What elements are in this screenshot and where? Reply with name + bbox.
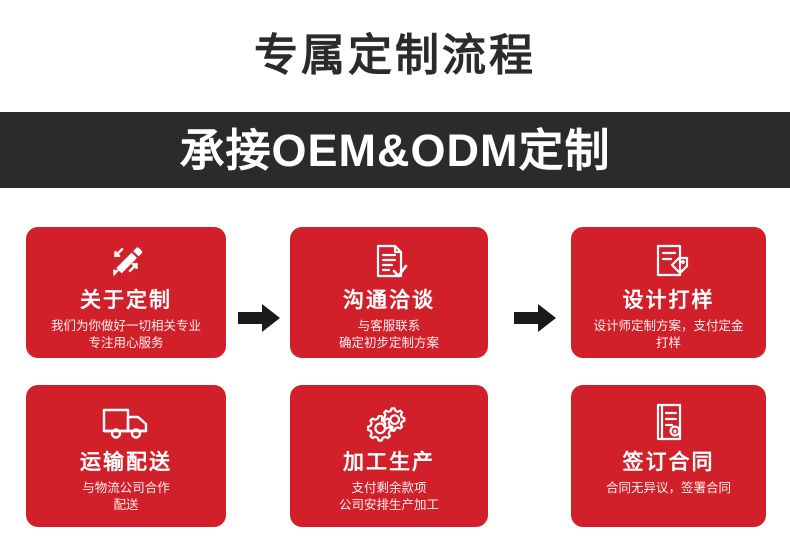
gears-icon	[364, 397, 414, 449]
process-step-title: 关于定制	[80, 289, 172, 312]
process-step-desc-line: 设计师定制方案，支付定金	[593, 318, 744, 333]
process-step-card-3[interactable]: 设计打样 设计师定制方案，支付定金 打样	[571, 227, 766, 358]
process-step-desc-line: 打样	[655, 336, 681, 351]
document-check-icon	[368, 239, 410, 287]
process-step-desc: 与客服联系 确定初步定制方案	[331, 318, 447, 354]
process-step-card-4[interactable]: 运输配送 与物流公司合作 配送	[26, 385, 226, 527]
process-step-desc-line: 配送	[113, 498, 139, 513]
oem-odm-banner-text: 承接OEM&ODM定制	[179, 124, 611, 176]
process-step-desc: 设计师定制方案，支付定金 打样	[585, 318, 751, 354]
process-step-title: 设计打样	[622, 289, 715, 312]
process-step-desc-line: 与物流公司合作	[82, 480, 170, 495]
process-step-card-1[interactable]: 关于定制 我们为你做好一切相关专业 专注用心服务	[26, 227, 226, 358]
process-step-desc: 合同无异议，签署合同	[598, 480, 739, 498]
process-step-title: 运输配送	[80, 451, 172, 474]
process-step-desc-line: 公司安排生产加工	[338, 498, 439, 513]
oem-odm-banner: 承接OEM&ODM定制	[0, 112, 790, 188]
process-step-desc: 我们为你做好一切相关专业 专注用心服务	[43, 318, 209, 354]
document-tag-icon	[648, 239, 690, 287]
process-step-desc-line: 我们为你做好一切相关专业	[50, 318, 201, 333]
process-flow: 关于定制 我们为你做好一切相关专业 专注用心服务	[0, 188, 790, 559]
arrow-right-icon	[236, 302, 282, 334]
process-step-card-5[interactable]: 加工生产 支付剩余款项 公司安排生产加工	[290, 385, 488, 527]
process-step-title: 沟通洽谈	[343, 289, 435, 312]
process-step-card-2[interactable]: 沟通洽谈 与客服联系 确定初步定制方案	[290, 227, 488, 358]
truck-icon	[100, 397, 152, 449]
process-step-card-6[interactable]: 签订合同 合同无异议，签署合同	[571, 385, 766, 527]
page-title: 专属定制流程	[254, 31, 536, 80]
process-step-desc-line: 确定初步定制方案	[338, 336, 439, 351]
process-row-top: 关于定制 我们为你做好一切相关专业 专注用心服务	[0, 227, 790, 359]
pencil-design-icon	[103, 239, 149, 287]
page-title-area: 专属定制流程	[0, 0, 790, 112]
contract-seal-icon	[649, 397, 689, 449]
process-step-desc-line: 与客服联系	[357, 318, 421, 333]
process-step-title: 加工生产	[343, 451, 435, 474]
arrow-right-icon	[512, 302, 558, 334]
process-row-bottom: 运输配送 与物流公司合作 配送	[0, 385, 790, 527]
process-step-desc-line: 合同无异议，签署合同	[605, 480, 731, 495]
process-step-desc: 与物流公司合作 配送	[74, 480, 178, 516]
process-step-desc-line: 专注用心服务	[88, 336, 164, 351]
process-step-desc-line: 支付剩余款项	[351, 480, 427, 495]
process-step-title: 签订合同	[622, 451, 715, 474]
process-step-desc: 支付剩余款项 公司安排生产加工	[331, 480, 447, 516]
